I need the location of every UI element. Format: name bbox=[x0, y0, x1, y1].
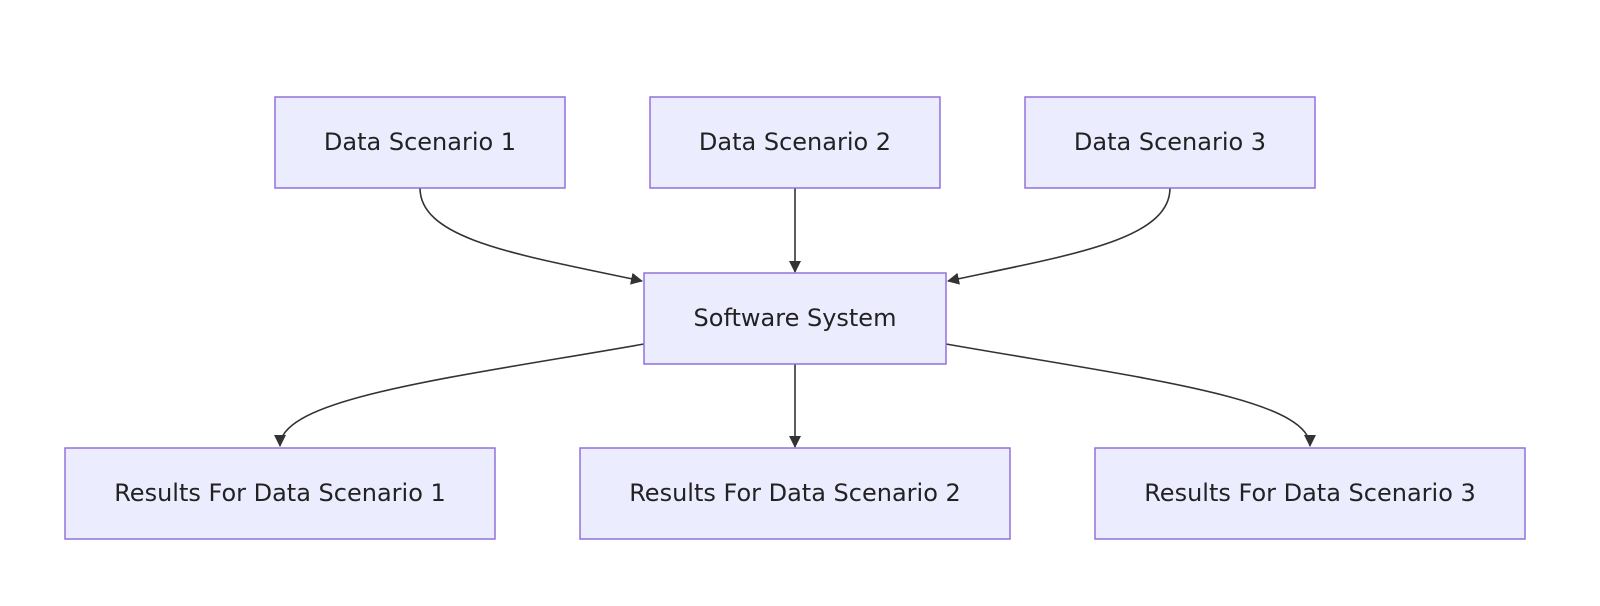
node-label: Software System bbox=[694, 304, 897, 332]
node-label: Data Scenario 2 bbox=[699, 128, 891, 156]
node-data-scenario-3[interactable]: Data Scenario 3 bbox=[1024, 96, 1316, 189]
node-label: Data Scenario 1 bbox=[324, 128, 516, 156]
node-label: Results For Data Scenario 1 bbox=[114, 479, 446, 507]
node-label: Results For Data Scenario 2 bbox=[629, 479, 961, 507]
node-data-scenario-2[interactable]: Data Scenario 2 bbox=[649, 96, 941, 189]
node-results-scenario-3[interactable]: Results For Data Scenario 3 bbox=[1094, 447, 1526, 540]
node-data-scenario-1[interactable]: Data Scenario 1 bbox=[274, 96, 566, 189]
edge-scenario3-to-system bbox=[947, 187, 1171, 285]
node-software-system[interactable]: Software System bbox=[643, 272, 947, 365]
edge-system-to-results1 bbox=[274, 343, 645, 447]
node-label: Results For Data Scenario 3 bbox=[1144, 479, 1476, 507]
edge-system-to-results3 bbox=[945, 343, 1316, 447]
node-results-scenario-2[interactable]: Results For Data Scenario 2 bbox=[579, 447, 1011, 540]
node-label: Data Scenario 3 bbox=[1074, 128, 1266, 156]
node-results-scenario-1[interactable]: Results For Data Scenario 1 bbox=[64, 447, 496, 540]
edge-scenario1-to-system bbox=[419, 187, 643, 285]
